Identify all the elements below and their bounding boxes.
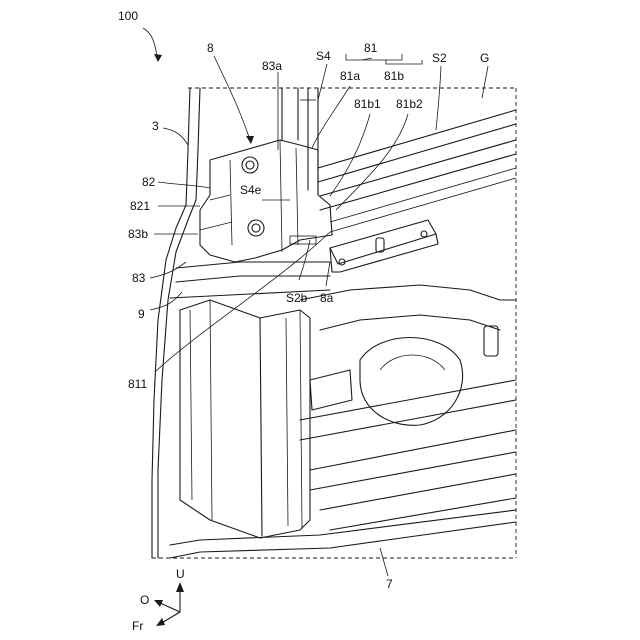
bracket-8 [200,140,332,262]
label-81a: 81a [340,69,360,83]
label-81b2: 81b2 [396,97,423,111]
label-S4: S4 [316,49,331,63]
label-8: 8 [207,41,214,55]
label-81b: 81b [384,69,404,83]
leader-lines [143,28,488,576]
label-811: 811 [128,377,147,391]
label-83: 83 [132,271,146,285]
label-82: 82 [142,175,156,189]
label-83a: 83a [262,59,282,73]
label-S2b: S2b [286,291,308,305]
label-100: 100 [118,9,138,23]
label-7: 7 [386,577,393,591]
label-81: 81 [364,41,378,55]
label-3: 3 [152,119,159,133]
plate-8a [330,220,438,272]
axis-label-outward: O [140,593,149,607]
frame-boundary [152,88,516,558]
pillar-3 [152,88,200,558]
label-83b: 83b [128,227,148,241]
axis-label-up: U [176,567,185,581]
label-821: 821 [130,199,150,213]
label-S2: S2 [432,51,447,65]
floor-7 [170,510,516,558]
label-9: 9 [138,307,145,321]
orientation-axes: U O Fr [132,567,185,633]
rail-S2 [318,110,516,232]
label-81b1: 81b1 [354,97,381,111]
label-S4e: S4e [240,183,262,197]
floor-panel [300,285,516,530]
label-G: G [480,51,489,65]
axis-label-front: Fr [132,619,143,633]
label-8a: 8a [320,291,334,305]
